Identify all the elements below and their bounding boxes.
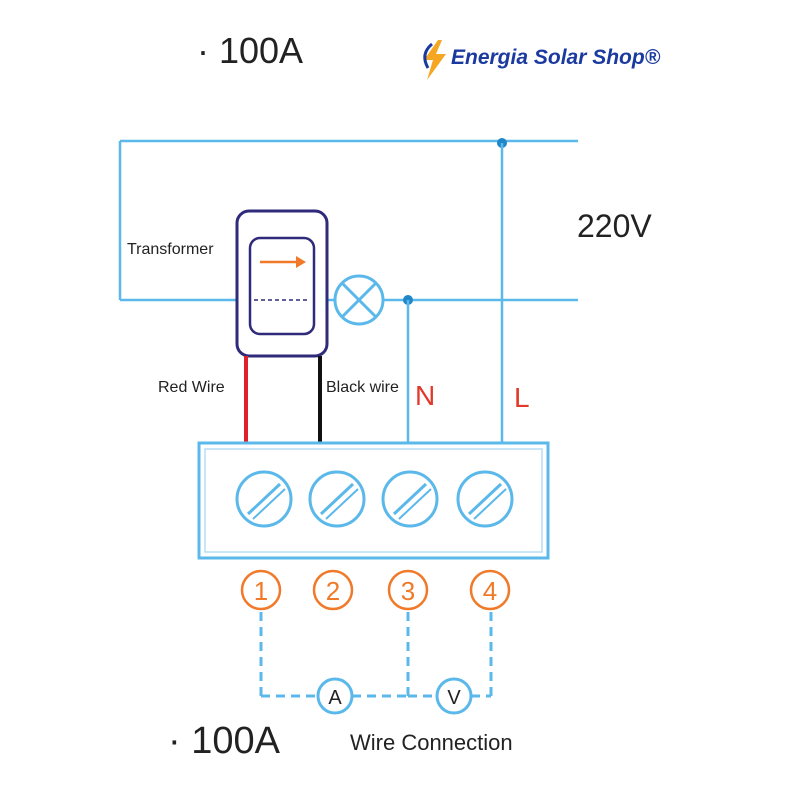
voltmeter-label: V xyxy=(447,687,461,709)
terminal-screw-3 xyxy=(381,470,439,528)
terminal-screw-4 xyxy=(456,470,514,528)
voltmeter-icon xyxy=(435,677,473,715)
top-title: · 100A xyxy=(197,30,304,71)
voltage-label: 220V xyxy=(577,208,652,244)
brand-name: Energia Solar Shop® xyxy=(451,46,661,69)
terminal-screw-2 xyxy=(308,470,366,528)
terminal-number-1-circle xyxy=(240,569,282,611)
terminal-number-3-circle xyxy=(387,569,429,611)
wire-connection-caption: Wire Connection xyxy=(350,730,513,755)
meter-wiring xyxy=(259,612,493,698)
terminal-number-1: 1 xyxy=(254,576,268,606)
transformer-inner xyxy=(248,236,316,336)
red-wire-label: Red Wire xyxy=(158,379,225,396)
lightning-bolt-icon xyxy=(423,40,446,80)
terminal-number-2-circle xyxy=(312,569,354,611)
terminal-number-4-circle xyxy=(469,569,511,611)
terminal-number-2: 2 xyxy=(326,576,340,606)
transformer-label: Transformer xyxy=(127,241,214,258)
terminal-number-4: 4 xyxy=(483,576,497,606)
line-label: L xyxy=(514,382,530,413)
ammeter-label: A xyxy=(328,687,342,709)
terminal-screw-1 xyxy=(235,470,293,528)
ammeter-icon xyxy=(316,677,354,715)
terminal-number-3: 3 xyxy=(401,576,415,606)
black-wire-label: Black wire xyxy=(326,379,399,396)
neutral-label: N xyxy=(415,380,436,411)
bottom-title: · 100A xyxy=(168,720,280,762)
